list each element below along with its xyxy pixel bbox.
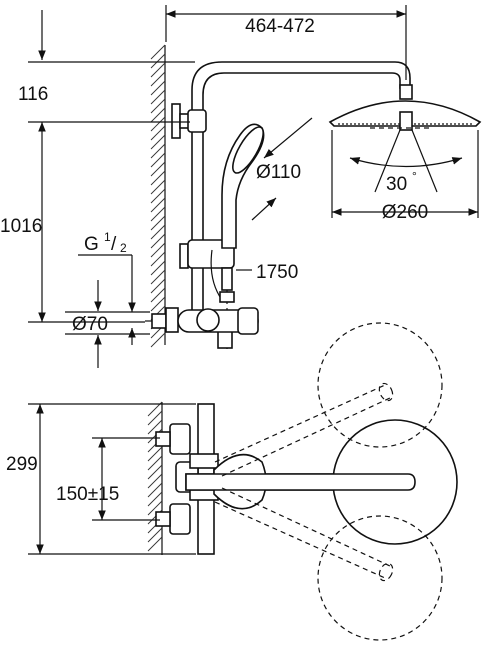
hatch-line [150, 107, 166, 123]
head-dia-label: Ø260 [382, 202, 428, 223]
shower-arm-plan [185, 419, 458, 545]
hatch-line [150, 206, 166, 222]
thread-numerator: 1 [104, 230, 111, 244]
width-arm-label: 464-472 [245, 16, 315, 37]
dimension-inlet-spacing: 150±15 [56, 437, 160, 521]
riser-pipe [171, 61, 411, 316]
mixer-dia-label: Ø70 [72, 314, 108, 335]
overhead-shower-head [328, 84, 482, 131]
dimension-min-height: 1750 [236, 262, 298, 283]
hatch-line [150, 287, 166, 303]
hatch-line [150, 260, 166, 276]
hatch-line [150, 332, 166, 348]
hatch-line [147, 419, 163, 435]
dimension-vertical: 116 1016 [0, 10, 195, 323]
dimension-hand-shower: Ø110 [251, 117, 313, 221]
hatch-line [150, 197, 166, 213]
dimension-angle: 30 ° [386, 169, 417, 195]
hatch-line [150, 188, 166, 204]
hatch-line [150, 242, 166, 258]
elevation-view: 464-472 116 1016 G 1 / 2 Ø70 [0, 5, 482, 368]
thread-denominator: 2 [120, 241, 127, 255]
hatch-line [150, 152, 166, 168]
hatch-line [147, 482, 163, 498]
hand-shower [210, 123, 265, 301]
hatch-line [147, 455, 163, 471]
hatch-line [150, 89, 166, 105]
hatch-line [150, 62, 166, 78]
hatch-line [150, 179, 166, 195]
hatch-line [147, 536, 163, 552]
hatch-line [147, 410, 163, 426]
hatch-line [150, 80, 166, 96]
head-height-label: 116 [18, 84, 48, 105]
hatch-line [147, 527, 163, 543]
depth-label: 299 [6, 454, 38, 475]
hatch-line [150, 296, 166, 312]
hatch-line [150, 269, 166, 285]
dimension-mixer-dia: Ø70 [65, 280, 150, 368]
hatch-line [150, 98, 166, 114]
hatch-line [150, 215, 166, 231]
dimension-width: 464-472 [165, 5, 407, 80]
hatch-line [150, 170, 166, 186]
spray-angle-unit: ° [412, 169, 417, 183]
hatch-line [147, 446, 163, 462]
hatch-line [150, 161, 166, 177]
hose-connector [217, 267, 235, 350]
thread-slash: / [111, 234, 117, 255]
hatch-line [150, 224, 166, 240]
hatch-line [150, 143, 166, 159]
wall-hatch-lower [147, 401, 163, 555]
hatch-line [150, 116, 166, 132]
hatch-line [150, 44, 166, 60]
hatch-line [150, 71, 166, 87]
hatch-line [150, 233, 166, 249]
hatch-line [150, 134, 166, 150]
hatch-line [150, 53, 166, 69]
dimension-head-dia: Ø260 [331, 130, 479, 223]
dimension-depth: 299 [6, 403, 196, 555]
hatch-line [150, 125, 166, 141]
thermostat-mixer [145, 307, 259, 335]
thread-label: G [84, 234, 99, 255]
dimension-thread: G 1 / 2 [78, 230, 136, 345]
plan-view: 299 150±15 [6, 322, 458, 641]
hand-shower-dia-label: Ø110 [256, 162, 301, 183]
inlet-spacing-label: 150±15 [56, 484, 119, 505]
min-height-label: 1750 [256, 262, 298, 283]
spray-angle-label: 30 [386, 174, 407, 195]
hatch-line [147, 473, 163, 489]
hatch-line [147, 464, 163, 480]
total-height-label: 1016 [0, 216, 42, 237]
hatch-line [147, 500, 163, 516]
spray-angle-lines [349, 129, 463, 193]
wall-hatch-upper [150, 44, 166, 348]
swivel-positions [214, 322, 443, 641]
hatch-line [150, 251, 166, 267]
hatch-line [150, 278, 166, 294]
hatch-line [147, 491, 163, 507]
